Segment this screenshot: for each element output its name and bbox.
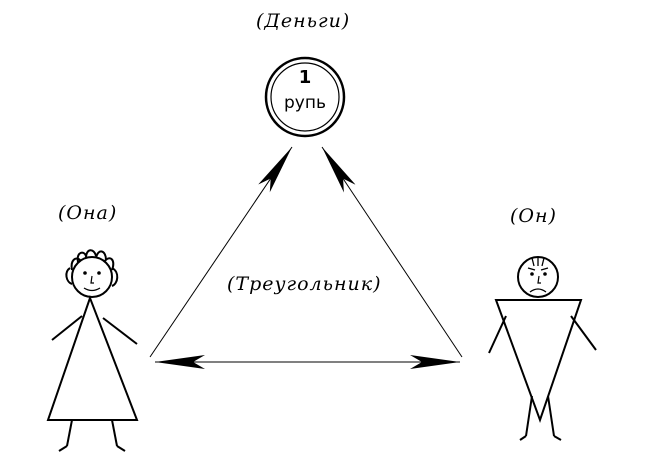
coin-word: рупь	[284, 93, 326, 113]
woman-stick-figure-icon	[46, 249, 139, 452]
he-label: (Он)	[510, 205, 557, 227]
coin-number: 1	[298, 67, 312, 88]
man-stick-figure-icon	[488, 256, 597, 441]
triangle-label: (Треугольник)	[227, 273, 382, 295]
arrow-he-to-money	[321, 146, 463, 358]
arrow-she-to-money	[149, 146, 293, 358]
coin-icon	[264, 56, 346, 138]
money-label: (Деньги)	[256, 10, 351, 32]
she-label: (Она)	[58, 202, 118, 224]
